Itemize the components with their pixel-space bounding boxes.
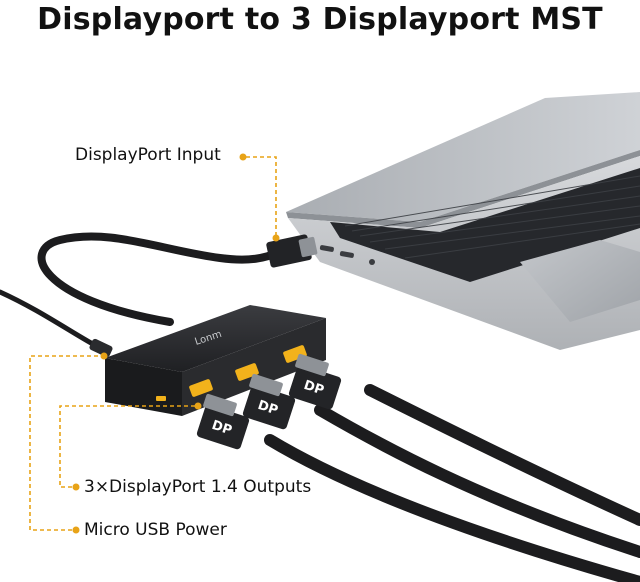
dp-plug-1: DP [288,353,342,410]
dp-plug-2: DP [242,373,296,430]
callout-displayport-outputs: 3×DisplayPort 1.4 Outputs [84,477,312,497]
hub-output-ports [156,345,307,401]
laptop-audio-jack [369,259,375,265]
micro-usb-plug [89,338,113,358]
micro-usb-port [156,396,166,401]
input-cable [37,232,284,326]
callout-displayport-input: DisplayPort Input [75,145,221,165]
mst-hub: Lonm [105,305,326,416]
dot-input-start [239,153,247,161]
laptop-side-port [339,251,354,258]
keyboard [330,168,640,282]
dp-plug-3: DP [196,393,250,450]
dot-outputs-end [194,402,202,410]
callout-micro-usb-power: Micro USB Power [84,520,227,540]
leader-power [29,355,104,531]
hub-front [105,358,182,416]
laptop [286,92,640,350]
input-plug [266,234,318,268]
output-port-3 [283,345,307,363]
laptop-lid [286,92,640,222]
output-cables [264,384,640,582]
leader-input [246,156,277,238]
laptop-side-port [319,245,334,252]
dot-power-end [100,352,108,360]
callout-dots [72,153,280,534]
page-title: Displayport to 3 Displayport MST [37,2,603,37]
dot-power-start [72,526,80,534]
hub-top [105,305,326,372]
dot-input-end [272,234,280,242]
trackpad [520,240,640,322]
output-port-2 [235,363,259,381]
dp-plug-label: DP [210,418,234,439]
laptop-lid-edge [286,150,640,228]
dot-outputs-start [72,483,80,491]
output-port-1 [189,379,213,397]
dp-plug-label: DP [302,378,326,399]
callout-leaders [29,156,277,531]
dp-plug-label: DP [256,398,280,419]
leader-outputs [59,405,196,488]
